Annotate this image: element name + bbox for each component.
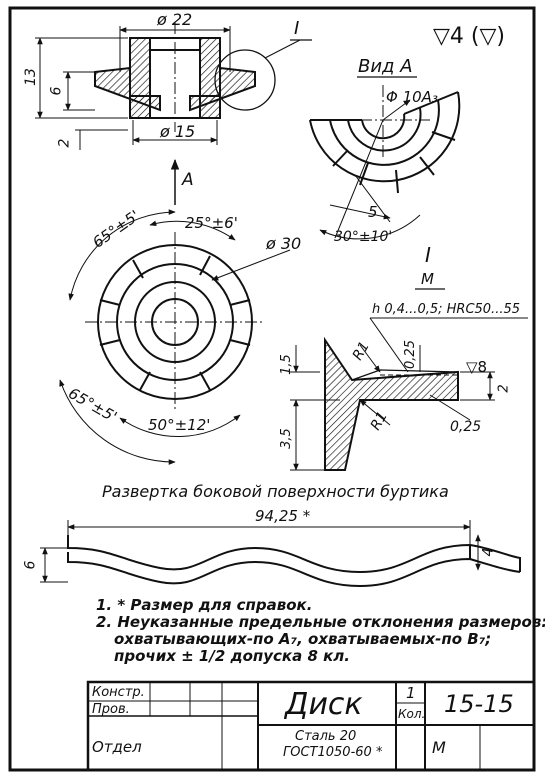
development-caption: Развертка боковой поверхности буртика [102, 482, 449, 501]
section-label-top: I [294, 18, 300, 39]
tb-quantity: 1 [406, 684, 416, 702]
dim-d5: 5 [368, 203, 378, 221]
dim-dev-h4: 4 [480, 547, 497, 557]
tb-otdel: Отдел [92, 738, 142, 756]
tb-prov: Пров. [92, 702, 130, 717]
dim-dev-h6: 6 [22, 560, 39, 570]
tb-material-1: Сталь 20 [295, 729, 357, 744]
note-2: 2. Неуказанные предельные отклонения раз… [96, 613, 545, 631]
tb-scale: М [432, 738, 446, 757]
detail-label: I [425, 243, 431, 267]
dim-d6: 6 [48, 86, 65, 96]
tb-konstr: Констр. [92, 685, 145, 700]
view-a-label: Вид А [358, 56, 413, 77]
dim-d30: ø 30 [266, 234, 302, 253]
section-view [35, 22, 312, 205]
tb-quantity-label: Кол. [398, 707, 426, 721]
dim-15s: 1,5 [278, 354, 294, 375]
dim-2s: 2 [496, 384, 512, 393]
dim-d15: ø 15 [160, 122, 196, 141]
tb-part-name: Диск [285, 687, 363, 722]
tb-material-2: ГОСТ1050-60 * [283, 745, 383, 760]
dim-d13: 13 [22, 68, 39, 86]
title-block [86, 680, 536, 772]
view-a [309, 76, 461, 240]
dim-025a: 0,25 [402, 340, 418, 369]
dim-ang30: 30°±10' [334, 229, 393, 245]
development-view [40, 520, 521, 588]
dim-d2: 2 [56, 138, 73, 148]
front-view [59, 209, 291, 465]
dim-ang25: 25°±6' [185, 214, 238, 232]
tb-drawing-number: 15-15 [444, 690, 514, 718]
dim-dev-length: 94,25 * [255, 507, 311, 525]
dim-hardening: h 0,4...0,5; HRC50...55 [372, 302, 520, 317]
roughness-detail: ▽8 [466, 358, 488, 376]
dim-phi10: Φ 10A₃ [386, 88, 438, 106]
note-2-line3: прочих ± 1/2 допуска 8 кл. [114, 647, 350, 665]
dim-35s: 3,5 [278, 428, 294, 449]
detail-view [290, 288, 528, 471]
note-2-line2: охватывающих-по А₇, охватываемых-по В₇; [114, 630, 492, 648]
dim-ang50: 50°±12' [148, 416, 211, 434]
arrow-a-label: A [182, 170, 194, 190]
dim-d22: ø 22 [157, 10, 193, 29]
dim-025b: 0,25 [450, 419, 482, 435]
detail-scale-label: М [421, 270, 434, 288]
roughness-main: ▽4 (▽) [433, 24, 505, 49]
note-1: 1. * Размер для справок. [96, 596, 313, 614]
